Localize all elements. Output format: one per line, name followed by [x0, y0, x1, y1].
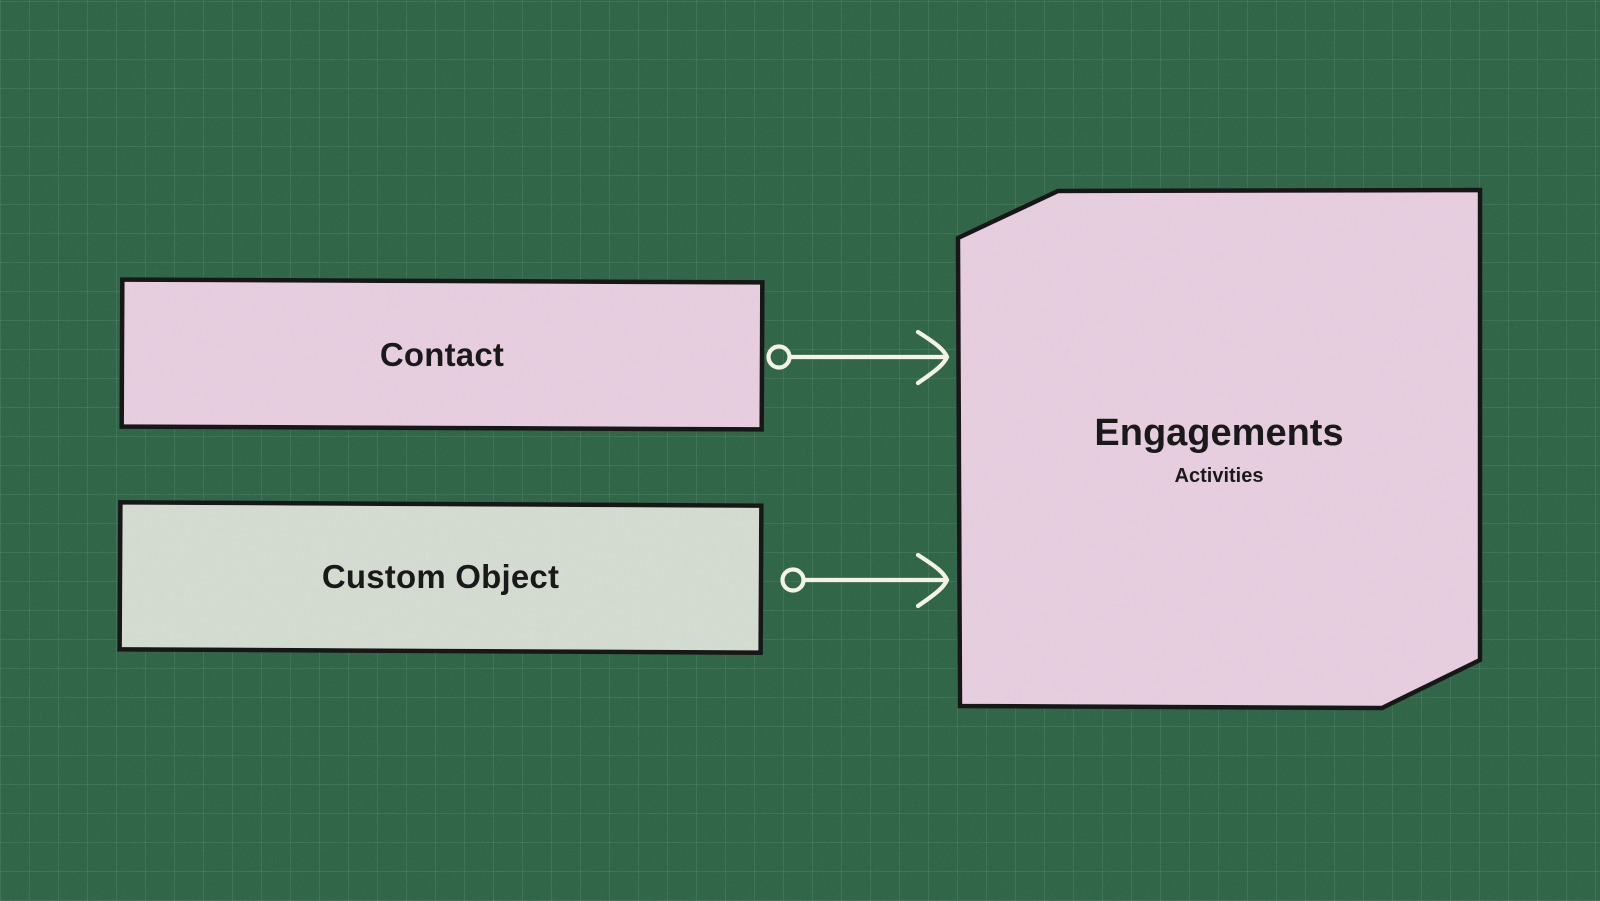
node-engagements[interactable]	[955, 187, 1483, 711]
connector-start-circle-icon	[780, 567, 806, 593]
connector-custom-object-to-engagements[interactable]	[780, 552, 950, 609]
node-custom-object[interactable]	[117, 500, 764, 655]
node-contact[interactable]	[119, 277, 765, 432]
connector-start-circle-icon	[766, 344, 792, 370]
connector-contact-to-engagements[interactable]	[766, 329, 950, 386]
